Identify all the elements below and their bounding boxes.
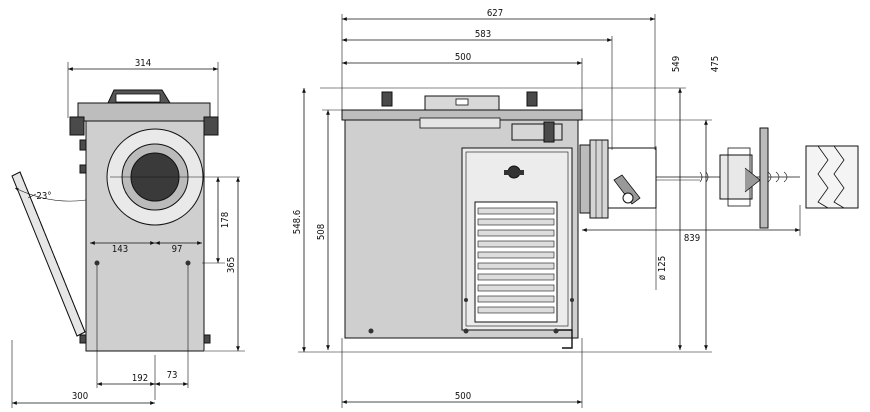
top-lid — [77, 102, 211, 122]
dim-627: 627 — [487, 8, 503, 19]
dim-314: 314 — [135, 58, 151, 69]
side-view-dimensions: 314 23° 143 97 178 365 192 73 300 — [11, 58, 245, 408]
dim-365: 365 — [226, 257, 237, 273]
dim-192: 192 — [132, 373, 148, 384]
tilted-plate — [11, 171, 86, 337]
dim-839: 839 — [684, 233, 700, 244]
dim-500-top: 500 — [455, 52, 471, 63]
dim-500-bottom: 500 — [455, 391, 471, 402]
front-view — [341, 91, 859, 349]
dim-143: 143 — [112, 244, 128, 255]
dim-548-6: 548.6 — [292, 210, 303, 234]
pipe-end-section — [805, 145, 859, 209]
pipe-connector — [719, 127, 788, 229]
dim-549: 549 — [671, 56, 682, 72]
dim-508: 508 — [316, 224, 327, 240]
front-view-dimensions: 627 583 500 549 475 548.6 508 839 ø 125 — [292, 8, 801, 408]
dim-97: 97 — [172, 244, 183, 255]
louvre-grille — [474, 201, 558, 323]
dim-dia-125: ø 125 — [657, 256, 668, 280]
dim-300: 300 — [72, 391, 88, 402]
dim-583: 583 — [475, 29, 491, 40]
dim-475: 475 — [710, 56, 721, 72]
dim-178: 178 — [220, 212, 231, 228]
exhaust-flange — [579, 144, 591, 214]
dim-73: 73 — [167, 370, 178, 381]
dim-23-deg: 23° — [36, 191, 51, 202]
side-view — [11, 89, 240, 352]
